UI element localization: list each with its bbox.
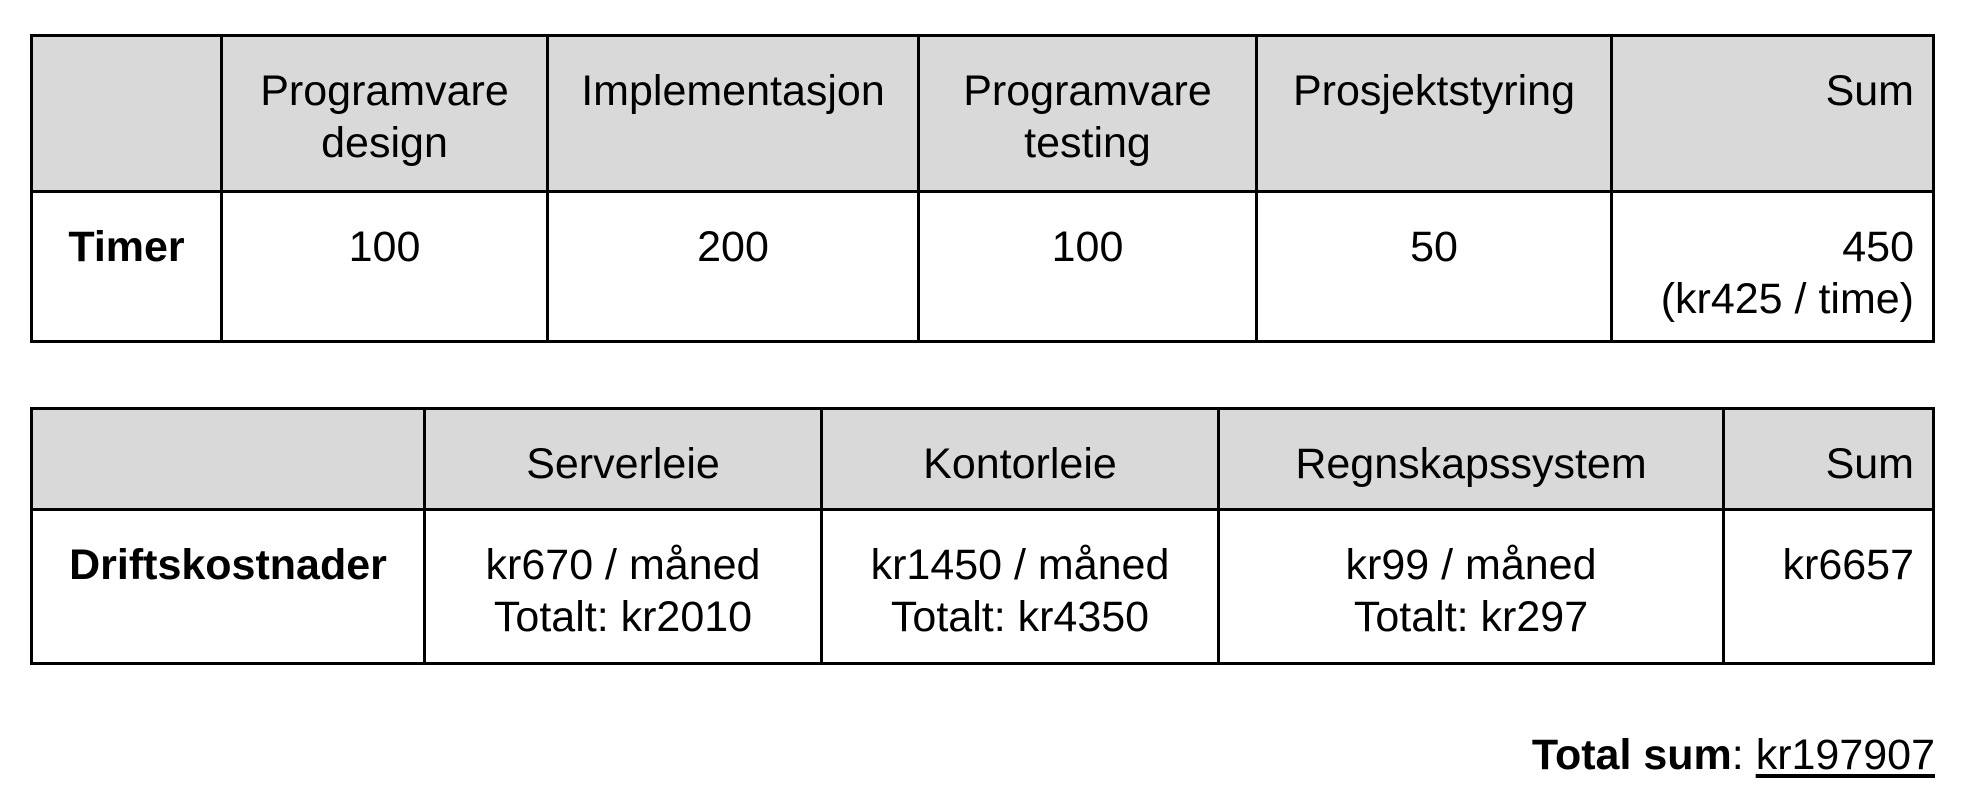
hours-header-empty-cell	[30, 34, 223, 193]
hours-implementation-value: 200	[546, 190, 920, 343]
hours-header-row: Programvare design Implementasjon Progra…	[30, 34, 1935, 193]
operations-sum-value: kr6657	[1722, 508, 1935, 665]
hours-testing-value: 100	[917, 190, 1258, 343]
operations-header-row: Serverleie Kontorleie Regnskapssystem Su…	[30, 407, 1935, 511]
hours-management-value: 50	[1255, 190, 1613, 343]
header-implementasjon: Implementasjon	[546, 34, 920, 193]
hours-table: Programvare design Implementasjon Progra…	[30, 34, 1935, 343]
header-kontorleie: Kontorleie	[820, 407, 1220, 511]
header-sum: Sum	[1722, 407, 1935, 511]
serverleie-cost: kr670 / måned Totalt: kr2010	[423, 508, 823, 665]
total-sum-label: Total sum	[1531, 731, 1732, 779]
operations-table: Serverleie Kontorleie Regnskapssystem Su…	[30, 407, 1935, 665]
hours-data-row: Timer 100 200 100 50 450 (kr425 / time)	[30, 190, 1935, 343]
operations-header-empty-cell	[30, 407, 426, 511]
regnskapssystem-cost: kr99 / måned Totalt: kr297	[1217, 508, 1725, 665]
total-sum: Total sum: kr197907	[1532, 734, 1935, 777]
hours-sum-value: 450 (kr425 / time)	[1610, 190, 1935, 343]
hours-design-value: 100	[220, 190, 549, 343]
total-sum-separator: :	[1731, 731, 1756, 779]
row-label-timer: Timer	[30, 190, 223, 343]
header-serverleie: Serverleie	[423, 407, 823, 511]
header-sum: Sum	[1610, 34, 1935, 193]
operations-data-row: Driftskostnader kr670 / måned Totalt: kr…	[30, 508, 1935, 665]
kontorleie-cost: kr1450 / måned Totalt: kr4350	[820, 508, 1220, 665]
header-programvare-design: Programvare design	[220, 34, 549, 193]
header-prosjektstyring: Prosjektstyring	[1255, 34, 1613, 193]
header-regnskapssystem: Regnskapssystem	[1217, 407, 1725, 511]
header-programvare-testing: Programvare testing	[917, 34, 1258, 193]
row-label-driftskostnader: Driftskostnader	[30, 508, 426, 665]
total-sum-amount: kr197907	[1755, 731, 1935, 779]
